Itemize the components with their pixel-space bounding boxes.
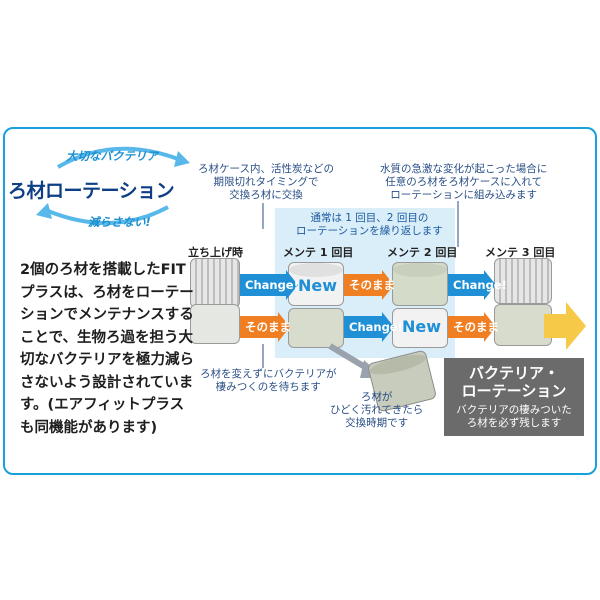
leader-line [262,344,264,368]
filter-canister-used [392,262,448,306]
note-repeat: 通常は 1 回目、2 回目の ローテーションを繰り返します [296,212,443,237]
filter-canister-upper [494,258,552,304]
stage-label-maint-2: メンテ 2 回目 [387,246,458,259]
leader-line [457,201,459,247]
filter-canister-upper [190,258,240,308]
rotation-arrows-icon [36,146,190,225]
stage-label-start: 立ち上げ時 [188,246,243,259]
note-wait-bacteria: ろ材を変えずにバクテリアが 棲みつくのを待ちます [200,368,337,393]
note-emergency: 水質の急激な変化が起こった場合に 任意のろ材をろ材ケースに入れて ローテーション… [380,163,548,201]
stage-label-maint-1: メンテ 1 回目 [283,246,354,259]
result-subtitle: バクテリアの棲みついた ろ材を必ず残します [456,404,572,429]
filter-canister-lower [190,304,240,344]
filter-canister-lower [494,304,552,346]
feature-description: 2個のろ材を搭載したFITプラスは、ろ材をローテーションでメンテナンスすることで… [20,262,194,436]
result-arrow [544,302,586,350]
result-box: バクテリア・ ローテーション バクテリアの棲みついた ろ材を必ず残します [444,358,584,436]
page-title: ろ材ローテーション [8,180,175,202]
filter-canister-used [288,308,344,348]
slogan-bottom: 減らさない! [88,215,151,229]
result-title: バクテリア・ ローテーション [461,364,567,400]
filter-canister-new [392,308,448,348]
note-change-timing: ろ材ケース内、活性炭などの 期限切れタイミングで 交換ろ材に交換 [198,163,334,201]
new-label: New [402,317,442,336]
note-replace-time: ろ材が ひどく汚れてきたら 交換時期です [330,391,424,429]
stage-label-maint-3: メンテ 3 回目 [485,246,556,259]
slogan-top: 大切なバクテリア [66,149,158,163]
leader-line [262,203,264,229]
new-label: New [298,276,338,295]
